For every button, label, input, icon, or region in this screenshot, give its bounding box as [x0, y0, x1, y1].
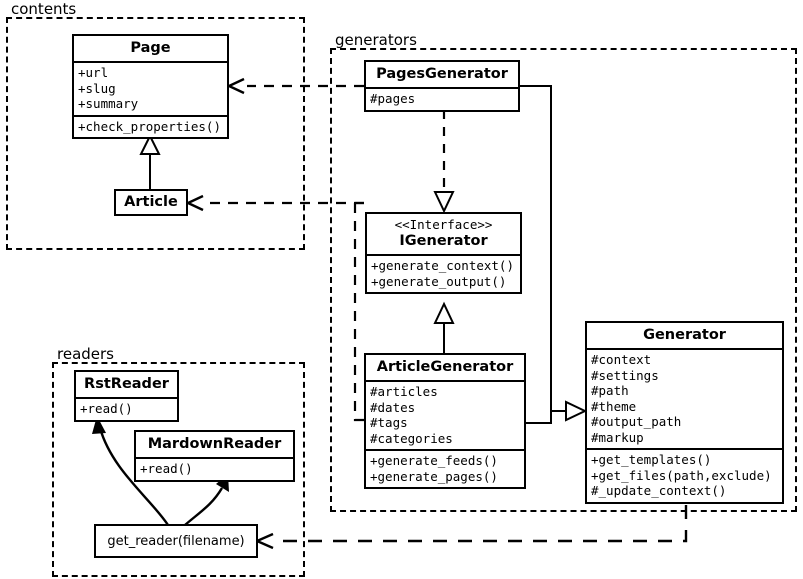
attribute-row: #markup: [591, 429, 644, 445]
attribute-row: #theme: [591, 398, 637, 414]
attribute-row: #categories: [370, 430, 453, 446]
method-row: +read(): [140, 461, 193, 476]
class-box-article[interactable]: Article: [114, 189, 188, 216]
method-row: +generate_output(): [371, 273, 507, 289]
class-methods-igenerator: +generate_context() +generate_output(): [367, 254, 520, 292]
attribute-row: +url: [78, 65, 109, 80]
attribute-row: #output_path: [591, 414, 682, 429]
method-row: +get_templates(): [591, 452, 712, 467]
class-name-page: Page: [130, 40, 171, 56]
class-box-igenerator[interactable]: <<Interface>> IGenerator +generate_conte…: [365, 212, 522, 294]
attribute-row: #dates: [370, 399, 416, 415]
attribute-row: #tags: [370, 415, 408, 430]
class-attributes-pages-generator: #pages: [366, 87, 518, 110]
package-frame-readers: [52, 362, 305, 577]
function-label-get-reader: get_reader(filename): [107, 533, 245, 549]
class-name-igenerator: <<Interface>> IGenerator: [367, 214, 520, 254]
method-row: +check_properties(): [78, 118, 221, 134]
class-box-mardown-reader[interactable]: MardownReader +read(): [134, 430, 295, 482]
attribute-row: #path: [591, 383, 629, 398]
package-label-contents: contents: [8, 2, 80, 17]
method-row: #_update_context(): [591, 483, 727, 498]
class-methods-page: +check_properties(): [74, 114, 227, 138]
class-methods-article-generator: +generate_feeds() +generate_pages(): [366, 449, 524, 487]
method-row: +generate_context(): [371, 258, 514, 273]
function-box-get-reader[interactable]: get_reader(filename): [94, 524, 258, 558]
method-row: +generate_feeds(): [370, 453, 498, 468]
class-box-article-generator[interactable]: ArticleGenerator #articles #dates #tags …: [364, 353, 526, 489]
package-label-generators: generators: [332, 33, 420, 48]
class-name-rst-reader: RstReader: [84, 376, 169, 392]
class-box-page[interactable]: Page +url +slug +summary +check_properti…: [72, 34, 229, 139]
package-frame-contents: [6, 17, 305, 250]
class-methods-rst-reader: +read(): [76, 397, 177, 420]
class-box-rst-reader[interactable]: RstReader +read(): [74, 370, 179, 422]
attribute-row: #pages: [370, 91, 416, 106]
attribute-row: +slug: [78, 80, 116, 96]
class-stereotype-igenerator: <<Interface>>: [394, 217, 493, 232]
class-name-article-generator: ArticleGenerator: [376, 359, 514, 375]
class-methods-generator: +get_templates() +get_files(path,exclude…: [587, 448, 782, 502]
method-row: +get_files(path,exclude): [591, 467, 772, 483]
class-name-generator: Generator: [643, 327, 726, 343]
attribute-row: #context: [591, 352, 652, 367]
attribute-row: #articles: [370, 384, 438, 399]
class-attributes-article-generator: #articles #dates #tags #categories: [366, 380, 524, 449]
attribute-row: #settings: [591, 367, 659, 383]
class-name-article: Article: [124, 194, 178, 210]
class-box-generator[interactable]: Generator #context #settings #path #them…: [585, 321, 784, 504]
method-row: +read(): [80, 401, 133, 416]
class-attributes-page: +url +slug +summary: [74, 61, 227, 115]
class-name-pages-generator: PagesGenerator: [376, 66, 508, 82]
class-attributes-generator: #context #settings #path #theme #output_…: [587, 348, 782, 448]
class-methods-mardown-reader: +read(): [136, 457, 293, 480]
method-row: +generate_pages(): [370, 468, 498, 484]
class-box-pages-generator[interactable]: PagesGenerator #pages: [364, 60, 520, 112]
class-name-label: IGenerator: [399, 233, 488, 249]
class-name-mardown-reader: MardownReader: [147, 436, 282, 452]
attribute-row: +summary: [78, 96, 139, 111]
package-label-readers: readers: [54, 347, 117, 362]
